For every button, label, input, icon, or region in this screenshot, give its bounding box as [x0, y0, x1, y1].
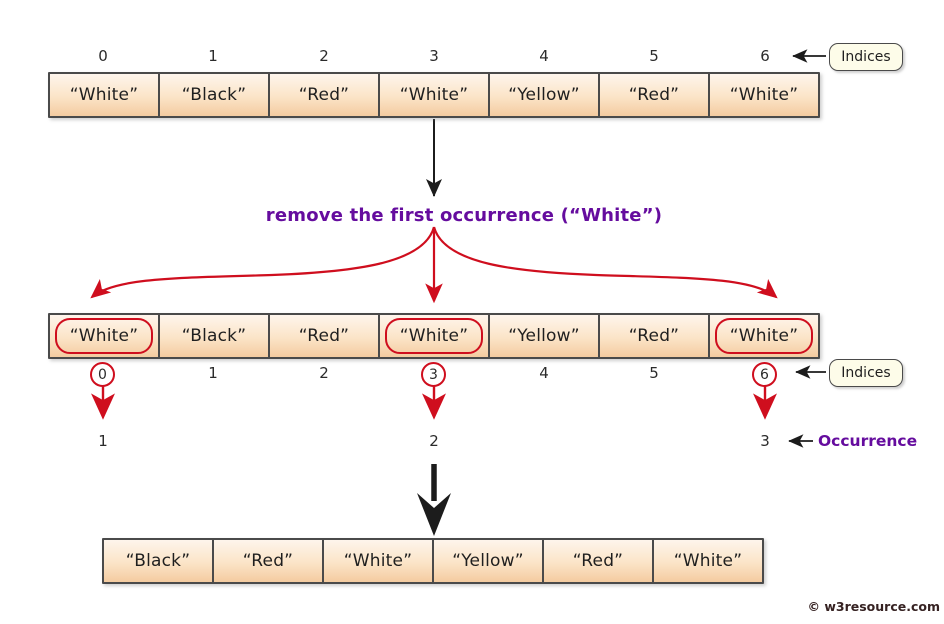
array-cell: “Yellow” — [490, 74, 600, 116]
occurrence-value-3: 3 — [760, 432, 770, 450]
watermark: © w3resource.com — [807, 599, 941, 614]
remove-caption: remove the first occurrence (“White”) — [265, 205, 663, 226]
top-index-5: 5 — [649, 47, 659, 65]
cell-text: “White” — [729, 326, 799, 346]
circled-index-0: 0 — [90, 362, 115, 387]
circled-index-6: 6 — [752, 362, 777, 387]
occurrence-label: Occurrence — [818, 432, 918, 450]
array-cell: “Red” — [270, 74, 380, 116]
branch-arrow-right — [432, 226, 778, 299]
array-cell: “White” — [380, 74, 490, 116]
branch-arrow-left — [90, 226, 436, 299]
array-cell: “Red” — [600, 315, 710, 357]
top-index-0: 0 — [98, 47, 108, 65]
array-cell: “Red” — [600, 74, 710, 116]
middle-index-4: 4 — [539, 364, 549, 382]
array-cell: “Red” — [270, 315, 380, 357]
array-cell: “Red” — [214, 540, 324, 582]
indices-callout-middle-label: Indices — [841, 365, 891, 381]
array-cell: “Yellow” — [490, 315, 600, 357]
indices-callout-top: Indices — [829, 43, 903, 71]
top-index-3: 3 — [429, 47, 439, 65]
array-cell: “White” — [710, 74, 818, 116]
array-cell: “Red” — [544, 540, 654, 582]
cell-text: “White” — [69, 326, 139, 346]
middle-index-5: 5 — [649, 364, 659, 382]
array-cell: “Yellow” — [434, 540, 544, 582]
array-cell: “White” — [654, 540, 762, 582]
top-index-2: 2 — [319, 47, 329, 65]
occurrence-value-2: 2 — [429, 432, 439, 450]
array-cell: “Black” — [104, 540, 214, 582]
array-cell: “Black” — [160, 315, 270, 357]
top-index-1: 1 — [208, 47, 218, 65]
occurrence-value-1: 1 — [98, 432, 108, 450]
array-original: “White” “Black” “Red” “White” “Yellow” “… — [48, 72, 820, 118]
cell-text: “White” — [399, 326, 469, 346]
array-cell-match: “White” — [710, 315, 818, 357]
top-index-6: 6 — [760, 47, 770, 65]
array-cell: “White” — [324, 540, 434, 582]
array-cell: “White” — [50, 74, 160, 116]
top-index-4: 4 — [539, 47, 549, 65]
middle-index-2: 2 — [319, 364, 329, 382]
result-arrow-head — [417, 493, 451, 536]
array-cell-match: “White” — [50, 315, 160, 357]
indices-callout-middle: Indices — [829, 359, 903, 387]
array-cell: “Black” — [160, 74, 270, 116]
middle-index-1: 1 — [208, 364, 218, 382]
circled-index-3: 3 — [421, 362, 446, 387]
array-result: “Black” “Red” “White” “Yellow” “Red” “Wh… — [102, 538, 764, 584]
indices-callout-top-label: Indices — [841, 49, 891, 65]
array-with-matches: “White” “Black” “Red” “White” “Yellow” “… — [48, 313, 820, 359]
array-cell-match: “White” — [380, 315, 490, 357]
